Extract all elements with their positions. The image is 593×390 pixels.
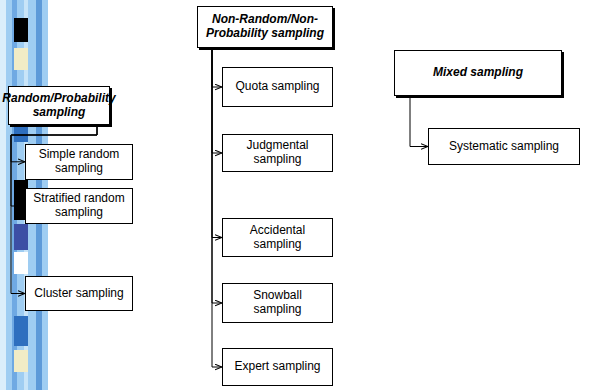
stripe-block — [14, 224, 28, 250]
method-box: Accidental sampling — [222, 218, 333, 257]
bracket-connector — [410, 96, 428, 147]
bracket-connector — [212, 48, 222, 238]
node-label: Random/Probability sampling — [2, 92, 115, 120]
category-box: Mixed sampling — [394, 50, 562, 96]
node-label: Stratified random sampling — [31, 192, 127, 220]
stripe-block — [14, 252, 28, 274]
node-label: Snowball sampling — [228, 289, 327, 317]
stripe-block — [14, 18, 28, 42]
node-label: Accidental sampling — [228, 224, 327, 252]
category-box: Random/Probability sampling — [8, 86, 110, 125]
node-label: Expert sampling — [234, 360, 320, 374]
bracket-connector — [212, 48, 222, 367]
stripe — [0, 0, 6, 390]
method-box: Simple random sampling — [25, 144, 133, 180]
stripe-block — [14, 316, 28, 346]
category-box: Non-Random/Non-Probability sampling — [197, 6, 333, 48]
bracket-connector — [212, 48, 222, 87]
bracket-connector — [212, 48, 222, 303]
node-label: Simple random sampling — [31, 148, 127, 176]
stripe-block — [14, 126, 28, 142]
node-label: Quota sampling — [235, 80, 319, 94]
stripe-block — [14, 350, 28, 372]
node-label: Non-Random/Non-Probability sampling — [203, 13, 327, 41]
node-label: Cluster sampling — [34, 287, 123, 301]
node-label: Systematic sampling — [449, 140, 559, 154]
method-box: Judgmental sampling — [222, 134, 333, 172]
method-box: Snowball sampling — [222, 283, 333, 323]
node-label: Mixed sampling — [433, 66, 523, 80]
method-box: Cluster sampling — [25, 276, 133, 311]
method-box: Systematic sampling — [428, 128, 580, 165]
method-box: Stratified random sampling — [25, 188, 133, 224]
stripe-block — [14, 48, 28, 70]
bracket-connector — [212, 48, 222, 153]
method-box: Quota sampling — [222, 67, 333, 107]
node-label: Judgmental sampling — [228, 139, 327, 167]
method-box: Expert sampling — [222, 348, 333, 386]
